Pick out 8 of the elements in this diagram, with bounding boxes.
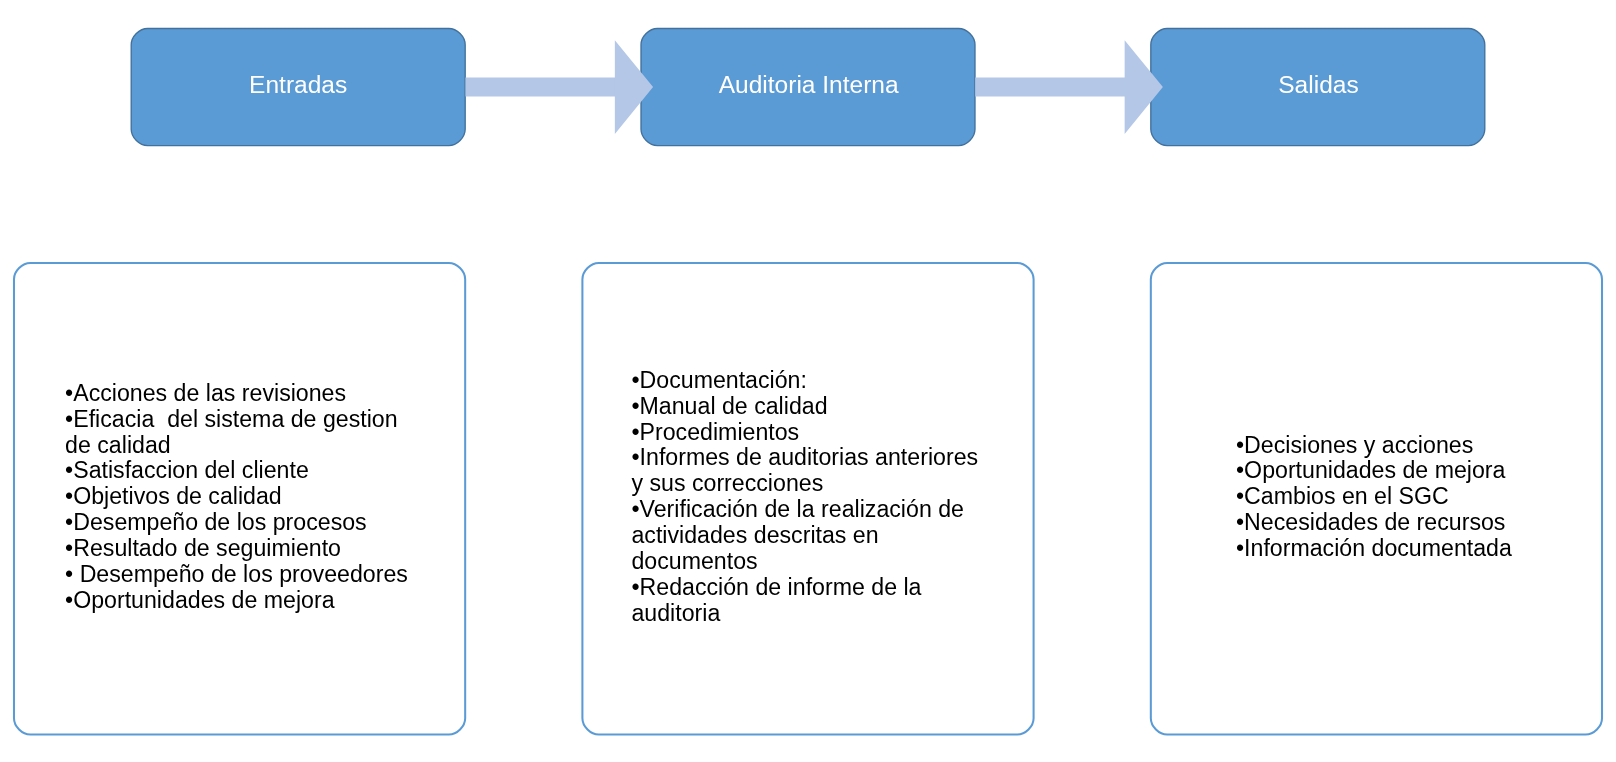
node-box: Entradas [130,27,466,146]
node-box: •Acciones de las revisiones •Eficacia del sistema de gestion de calidad •Satisfaccion del cliente •Objetivos de calidad •Desempeño de los procesos •Resultado de seguimiento • Desempeño de los proveedores •Oportunidades de mejora [12,261,467,736]
node-box: Auditoria Interna [640,27,976,146]
node-box: Salidas [1150,27,1486,146]
arrow [975,39,1163,134]
arrow [465,39,654,134]
node-box: •Documentación: •Manual de calidad •Procedimientos •Informes de auditorias anteriores y sus correcciones •Verificación de la realización de actividades descritas en documentos •Redacción de informe de la auditoria [581,261,1035,736]
node-box: •Decisiones y acciones •Oportunidades de mejora •Cambios en el SGC •Necesidades de recursos •Información documentada [1149,261,1604,736]
